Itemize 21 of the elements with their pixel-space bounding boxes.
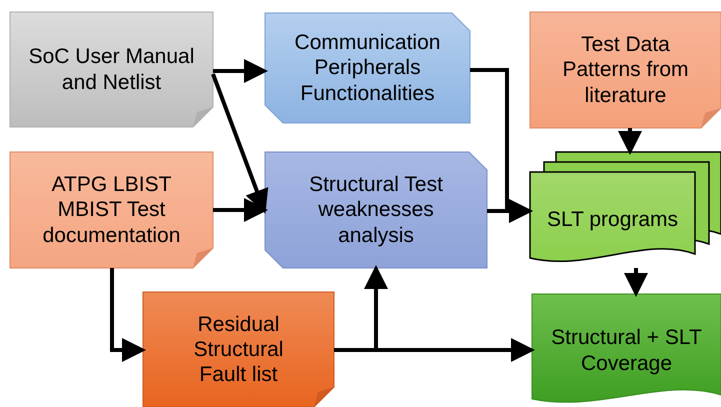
note-box: [10, 12, 213, 127]
snipped-box: [265, 13, 470, 123]
snipped-box: [265, 152, 487, 268]
node-label: SLT programs: [546, 207, 678, 233]
arrow: [110, 268, 146, 362]
arrow: [624, 268, 648, 297]
arrow: [211, 73, 268, 214]
arrow: [487, 199, 533, 223]
node-label: ATPG LBIST MBIST Test documentation: [42, 172, 182, 248]
node-label: Communication Peripherals Functionalities: [294, 30, 442, 106]
arrow: [213, 59, 268, 83]
node-label: Structural Test weaknesses analysis: [308, 172, 444, 248]
note-box: [10, 152, 213, 268]
arrow: [213, 198, 268, 222]
node-label: Test Data Patterns from literature: [561, 32, 690, 108]
node-label: SoC User Manual and Netlist: [28, 44, 196, 95]
note-box: [530, 12, 721, 128]
note-box: [143, 292, 334, 407]
node-label: Residual Structural Fault list: [192, 312, 284, 388]
node-label: Structural + SLT Coverage: [550, 325, 703, 376]
arrow: [618, 128, 642, 155]
